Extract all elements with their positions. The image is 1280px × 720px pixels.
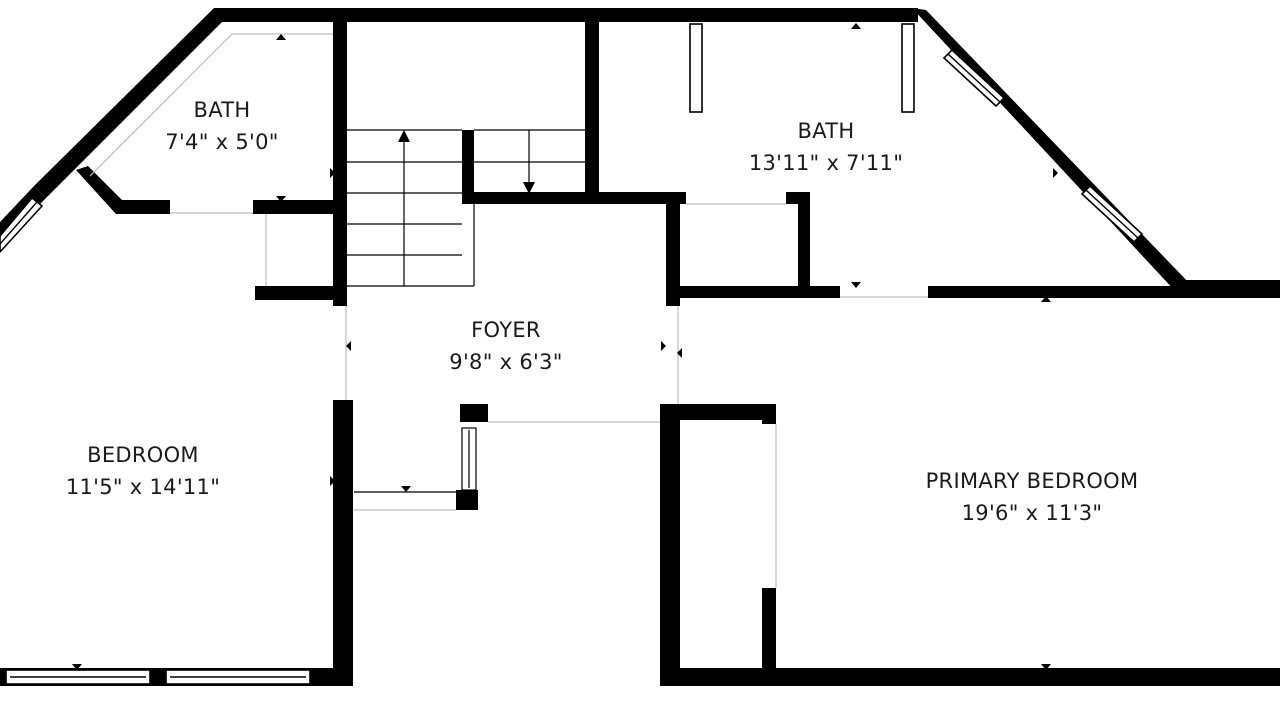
- room-name: BATH: [797, 119, 855, 143]
- room-label-bath-left: BATH 7'4" x 5'0": [165, 94, 278, 158]
- dimension-markers: [72, 23, 1058, 670]
- room-name: FOYER: [471, 318, 541, 342]
- room-name: BATH: [193, 98, 251, 122]
- staircase: [347, 129, 585, 287]
- windows: [0, 23, 1144, 685]
- room-name: PRIMARY BEDROOM: [925, 469, 1139, 493]
- room-dimensions: 19'6" x 11'3": [961, 501, 1103, 525]
- room-label-bath-right: BATH 13'11" x 7'11": [749, 115, 903, 179]
- room-dimensions: 11'5" x 14'11": [65, 475, 221, 499]
- room-label-primary-bedroom: PRIMARY BEDROOM 19'6" x 11'3": [926, 465, 1139, 529]
- room-dimensions: 13'11" x 7'11": [748, 151, 904, 175]
- door-openings: [89, 33, 928, 588]
- room-dimensions: 9'8" x 6'3": [449, 350, 563, 374]
- room-label-foyer: FOYER 9'8" x 6'3": [449, 314, 562, 378]
- room-dimensions: 7'4" x 5'0": [165, 130, 279, 154]
- room-label-bedroom: BEDROOM 11'5" x 14'11": [66, 439, 220, 503]
- room-name: BEDROOM: [87, 443, 199, 467]
- interior-walls: [76, 20, 1180, 686]
- thin-lines: [354, 204, 667, 686]
